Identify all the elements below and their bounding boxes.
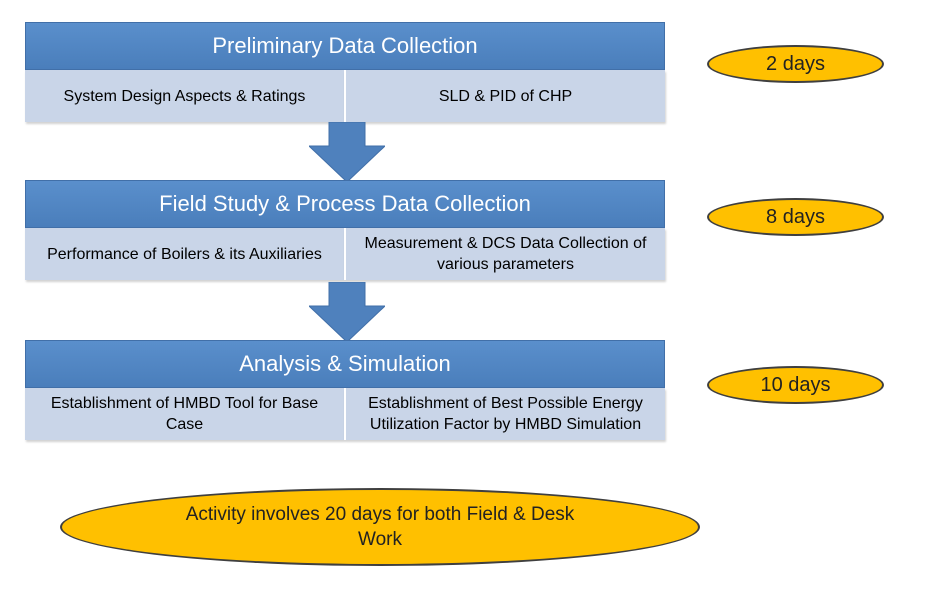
stage-detail-right: SLD & PID of CHP — [344, 70, 665, 122]
stage-details: Establishment of HMBD Tool for Base Case… — [25, 388, 665, 440]
down-arrow-icon — [309, 122, 385, 182]
duration-badge: 8 days — [707, 198, 884, 236]
stage-title: Preliminary Data Collection — [25, 22, 665, 70]
duration-badge: 10 days — [707, 366, 884, 404]
stage-title: Field Study & Process Data Collection — [25, 180, 665, 228]
stage-detail-left: Establishment of HMBD Tool for Base Case — [25, 388, 344, 440]
stage-detail-right: Measurement & DCS Data Collection of var… — [344, 228, 665, 280]
stage-detail-left: Performance of Boilers & its Auxiliaries — [25, 228, 344, 280]
stage-detail-right: Establishment of Best Possible Energy Ut… — [344, 388, 665, 440]
stage-title: Analysis & Simulation — [25, 340, 665, 388]
stage-details: Performance of Boilers & its Auxiliaries… — [25, 228, 665, 280]
stage-details: System Design Aspects & Ratings SLD & PI… — [25, 70, 665, 122]
stage-detail-left: System Design Aspects & Ratings — [25, 70, 344, 122]
down-arrow-icon — [309, 282, 385, 342]
duration-badge: 2 days — [707, 45, 884, 83]
summary-ellipse: Activity involves 20 days for both Field… — [60, 488, 700, 566]
